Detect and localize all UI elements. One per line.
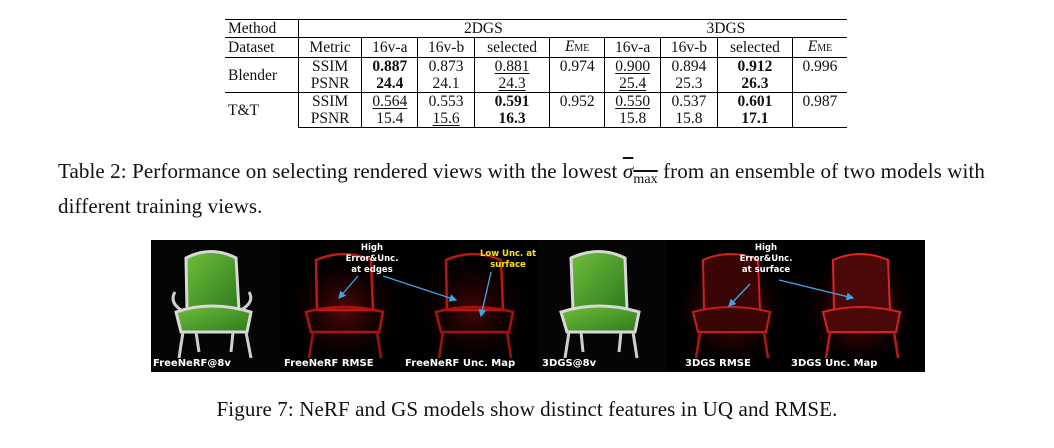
dataset-cell: Blender xyxy=(225,57,299,93)
dataset-header: Dataset xyxy=(225,37,299,58)
dataset-cell: T&T xyxy=(225,92,299,128)
group-2dgs-header: 2DGS xyxy=(361,19,605,38)
freenerf-rmse-map xyxy=(280,240,409,372)
metric-cell: PSNR xyxy=(297,75,362,93)
col-header: 16v-b xyxy=(417,37,475,58)
value-cell: 0.537 xyxy=(660,92,718,110)
value-cell: 0.900 xyxy=(615,58,651,75)
value-cell: 0.894 xyxy=(660,57,718,75)
metric-cell: SSIM xyxy=(297,57,362,75)
table-caption: Table 2: Performance on selecting render… xyxy=(58,159,986,219)
value-cell: 25.3 xyxy=(660,75,718,93)
value-cell: 15.6 xyxy=(432,110,460,127)
panel-label: FreeNeRF Unc. Map xyxy=(405,358,516,369)
value-cell: 26.3 xyxy=(716,75,793,93)
col-header: selected xyxy=(474,37,550,58)
eme-header: EME xyxy=(791,37,847,58)
chair-render-freenerf xyxy=(151,240,280,372)
freenerf-uncertainty-map xyxy=(409,240,538,372)
annotation-low-unc-surface: Low Unc. at surface xyxy=(479,249,537,270)
value-cell: 0.553 xyxy=(417,92,475,110)
value-cell: 24.1 xyxy=(417,75,475,93)
sigma-max-symbol: σmax xyxy=(622,159,658,188)
value-cell: 25.4 xyxy=(619,75,647,92)
panel-label: FreeNeRF RMSE xyxy=(284,358,374,369)
value-cell: 24.4 xyxy=(361,75,418,93)
value-cell: 17.1 xyxy=(716,110,793,128)
value-cell: 15.4 xyxy=(361,110,418,128)
value-cell: 0.550 xyxy=(615,93,651,110)
col-header: 16v-a xyxy=(361,37,418,58)
value-cell: 0.881 xyxy=(494,58,530,75)
eme-cell: 0.952 xyxy=(549,92,605,110)
value-cell: 16.3 xyxy=(474,110,550,128)
panel-label: FreeNeRF@8v xyxy=(153,358,231,369)
figure-artwork xyxy=(151,240,925,372)
annotation-arrows xyxy=(338,271,855,318)
value-cell: 0.564 xyxy=(372,93,408,110)
method-header: Method xyxy=(225,19,299,38)
col-header: selected xyxy=(716,37,793,58)
metric-cell: SSIM xyxy=(297,92,362,110)
figure-strip: High Error&Unc. at edges Low Unc. at sur… xyxy=(151,240,925,372)
group-3dgs-header: 3DGS xyxy=(604,19,847,38)
value-cell: 0.912 xyxy=(716,57,793,75)
metric-cell: PSNR xyxy=(297,110,362,128)
annotation-high-error-edges: High Error&Unc. at edges xyxy=(345,243,399,275)
value-cell: 15.8 xyxy=(604,110,661,128)
eme-header: EME xyxy=(549,37,605,58)
metric-header: Metric xyxy=(297,37,362,58)
figure-caption: Figure 7: NeRF and GS models show distin… xyxy=(216,397,838,421)
panel-label: 3DGS@8v xyxy=(542,358,597,369)
value-cell: 0.887 xyxy=(361,57,418,75)
eme-cell: 0.996 xyxy=(791,57,847,75)
col-header: 16v-a xyxy=(604,37,661,58)
3dgs-uncertainty-map xyxy=(796,240,925,372)
value-cell: 0.873 xyxy=(417,57,475,75)
chair-render-3dgs xyxy=(538,240,667,372)
value-cell: 15.8 xyxy=(660,110,718,128)
eme-cell: 0.987 xyxy=(791,92,847,110)
value-cell: 0.591 xyxy=(474,92,550,110)
annotation-high-error-surface: High Error&Unc. at surface xyxy=(739,243,793,275)
panel-label: 3DGS Unc. Map xyxy=(791,358,878,369)
col-header: 16v-b xyxy=(660,37,718,58)
3dgs-rmse-map xyxy=(667,240,796,372)
value-cell: 24.3 xyxy=(498,75,526,92)
value-cell: 0.601 xyxy=(716,92,793,110)
panel-label: 3DGS RMSE xyxy=(685,358,751,369)
results-table: Method 2DGS 3DGS Dataset Metric 16v-a 16… xyxy=(225,19,847,128)
eme-cell: 0.974 xyxy=(549,57,605,75)
